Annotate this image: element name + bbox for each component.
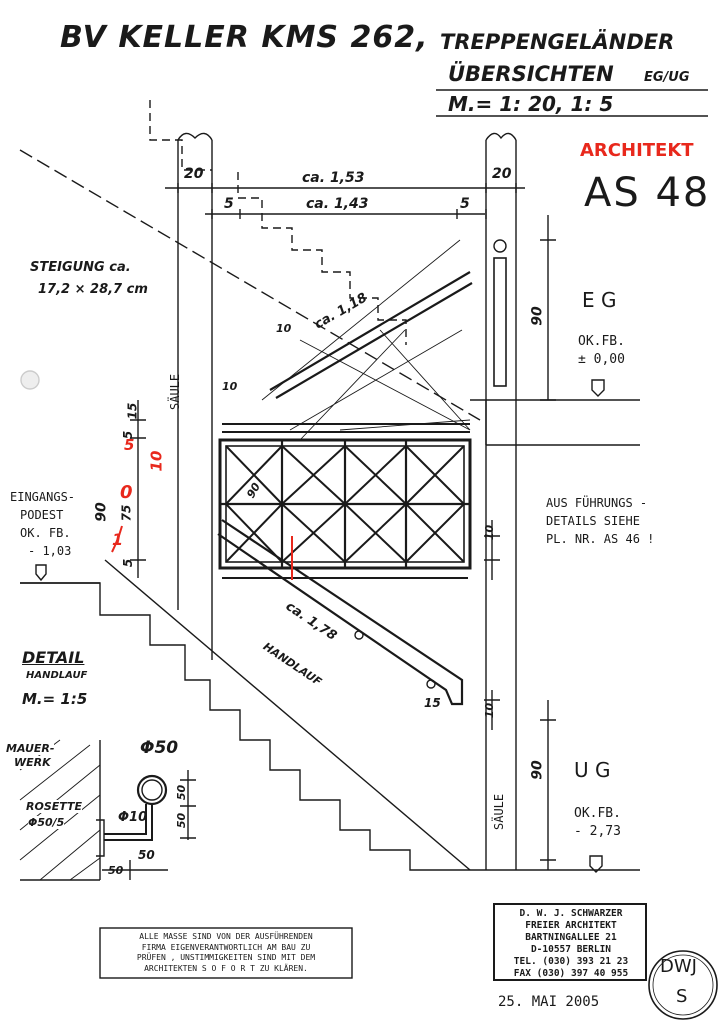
steigung-line2: 17,2 × 28,7 cm <box>38 282 148 297</box>
ug-level: - 2,73 <box>574 824 621 839</box>
dim-5-b: 5 <box>121 558 136 568</box>
stamp-line4: D-10557 BERLIN <box>530 944 612 955</box>
title-suffix: EG/UG <box>644 70 690 85</box>
project-title: BV KELLER KMS 262, <box>60 20 429 55</box>
red-dim-1: 1 <box>112 530 124 549</box>
eingang-line3: OK. FB. <box>20 526 71 540</box>
dim-143: ca. 1,43 <box>306 196 369 212</box>
eingang-line4: - 1,03 <box>28 544 72 558</box>
dim-10-b: 10 <box>222 380 238 393</box>
eingang-line2: PODEST <box>20 508 64 522</box>
dim-118: ca. 1,18 <box>312 290 370 333</box>
title-line2: ÜBERSICHTEN <box>448 62 614 86</box>
notice-line3: PRÜFEN , UNSTIMMIGKEITEN SIND MIT DEM <box>136 953 316 962</box>
saeule-top: SÄULE <box>168 373 182 410</box>
architekt-label: ARCHITEKT <box>580 140 694 161</box>
left-column <box>177 140 213 660</box>
rosette-line2: Φ50/5 <box>28 816 65 829</box>
stamp-line2: FREIER ARCHITEKT <box>525 920 617 931</box>
rosette-line1: ROSETTE <box>26 800 83 813</box>
ug-label: U G <box>574 758 611 782</box>
dim-90-eg: 90 <box>529 306 546 326</box>
ausf-line2: DETAILS SIEHE <box>546 514 640 528</box>
lower-handrail <box>217 519 464 706</box>
detail-scale: M.= 1:5 <box>22 690 88 708</box>
dim-20-right: 20 <box>492 166 512 182</box>
steigung-line1: STEIGUNG ca. <box>30 260 131 275</box>
mauerwerk-line2: WERK <box>14 756 51 769</box>
ausf-line1: AUS FÜHRUNGS - <box>546 496 648 510</box>
dim-90-diag: 90 <box>244 480 264 501</box>
dim-50-a: 50 <box>175 784 189 801</box>
handlauf-label: HANDLAUF <box>260 640 324 689</box>
diagonal-dashed <box>19 149 481 421</box>
stamp-text: D. W. J. SCHWARZER FREIER ARCHITEKT BART… <box>498 908 644 980</box>
punch-hole <box>20 370 40 390</box>
dim-178: ca. 1,78 <box>282 599 340 644</box>
mauerwerk-line1: MAUER- <box>6 742 55 755</box>
ug-okfb: OK.FB. <box>574 806 621 821</box>
dim-75: 75 <box>119 504 134 522</box>
seal-line2: S <box>676 986 688 1007</box>
eg-level: ± 0,00 <box>578 352 625 367</box>
ausf-line3: PL. NR. AS 46 ! <box>546 532 655 546</box>
notice-line2: FIRMA EIGENVERANTWORTLICH AM BAU ZU <box>141 942 311 952</box>
dim-50-c: 50 <box>138 848 155 862</box>
eingang-line1: EINGANGS- <box>10 490 76 504</box>
notice-line1: ALLE MASSE SIND VON DER AUSFÜHRENDEN <box>139 932 313 941</box>
notice-text: ALLE MASSE SIND VON DER AUSFÜHRENDEN FIR… <box>104 932 348 974</box>
upper-handrail <box>269 271 473 399</box>
red-dim-10: 10 <box>147 450 166 472</box>
architect-seal <box>648 950 718 1020</box>
sheet-number: AS 48 <box>584 170 711 216</box>
stamp-line1: D. W. J. SCHWARZER <box>519 908 623 919</box>
seal-line1: DWJ <box>660 956 697 977</box>
dim-50-b: 50 <box>175 812 189 829</box>
upper-stair-dashed <box>149 100 407 345</box>
right-column-cap <box>485 132 517 141</box>
right-column <box>485 140 517 870</box>
dim-50-d: 50 <box>108 864 124 877</box>
dim-90-ug: 90 <box>529 760 546 780</box>
lower-stair <box>20 582 460 871</box>
eg-label: E G <box>582 288 617 312</box>
dim-5-left: 5 <box>224 196 234 212</box>
dim-153: ca. 1,53 <box>302 170 365 186</box>
stair-stringer <box>104 559 471 871</box>
dim-90-left: 90 <box>93 502 110 522</box>
saeule-bottom: SÄULE <box>492 793 506 830</box>
drawing-date: 25. MAI 2005 <box>498 994 600 1010</box>
dim-15-top: 15 <box>125 402 140 420</box>
phi10-label: Φ10 <box>118 810 148 825</box>
notice-line4: ARCHITEKTEN S O F O R T ZU KLÄREN. <box>144 963 308 973</box>
title-line1: TREPPENGELÄNDER <box>440 30 675 54</box>
red-dim-0: 0 <box>120 482 133 503</box>
red-dim-5: 5 <box>124 436 135 454</box>
phi50-label: Φ50 <box>140 738 179 758</box>
detail-line1: DETAIL <box>22 648 85 667</box>
dim-20-left: 20 <box>184 166 204 182</box>
stamp-line5: TEL. (030) 393 21 23 <box>513 956 629 967</box>
eg-okfb: OK.FB. <box>578 334 625 349</box>
eg-floor <box>486 399 640 446</box>
scale-label: M.= 1: 20, 1: 5 <box>448 92 614 116</box>
stamp-line3: BARTNINGALLEE 21 <box>525 932 617 943</box>
notice-box <box>99 927 353 979</box>
dim-5-right: 5 <box>460 196 470 212</box>
dim-10-a: 10 <box>276 322 292 335</box>
architect-stamp-box <box>493 903 647 981</box>
stamp-line6: FAX (030) 397 40 955 <box>513 968 629 979</box>
left-column-cap <box>177 132 213 141</box>
dim-15-bottom: 15 <box>424 696 441 710</box>
dim-10-c: 10 <box>483 524 497 541</box>
dim-10-d: 10 <box>483 702 497 719</box>
detail-line2: HANDLAUF <box>26 670 88 681</box>
